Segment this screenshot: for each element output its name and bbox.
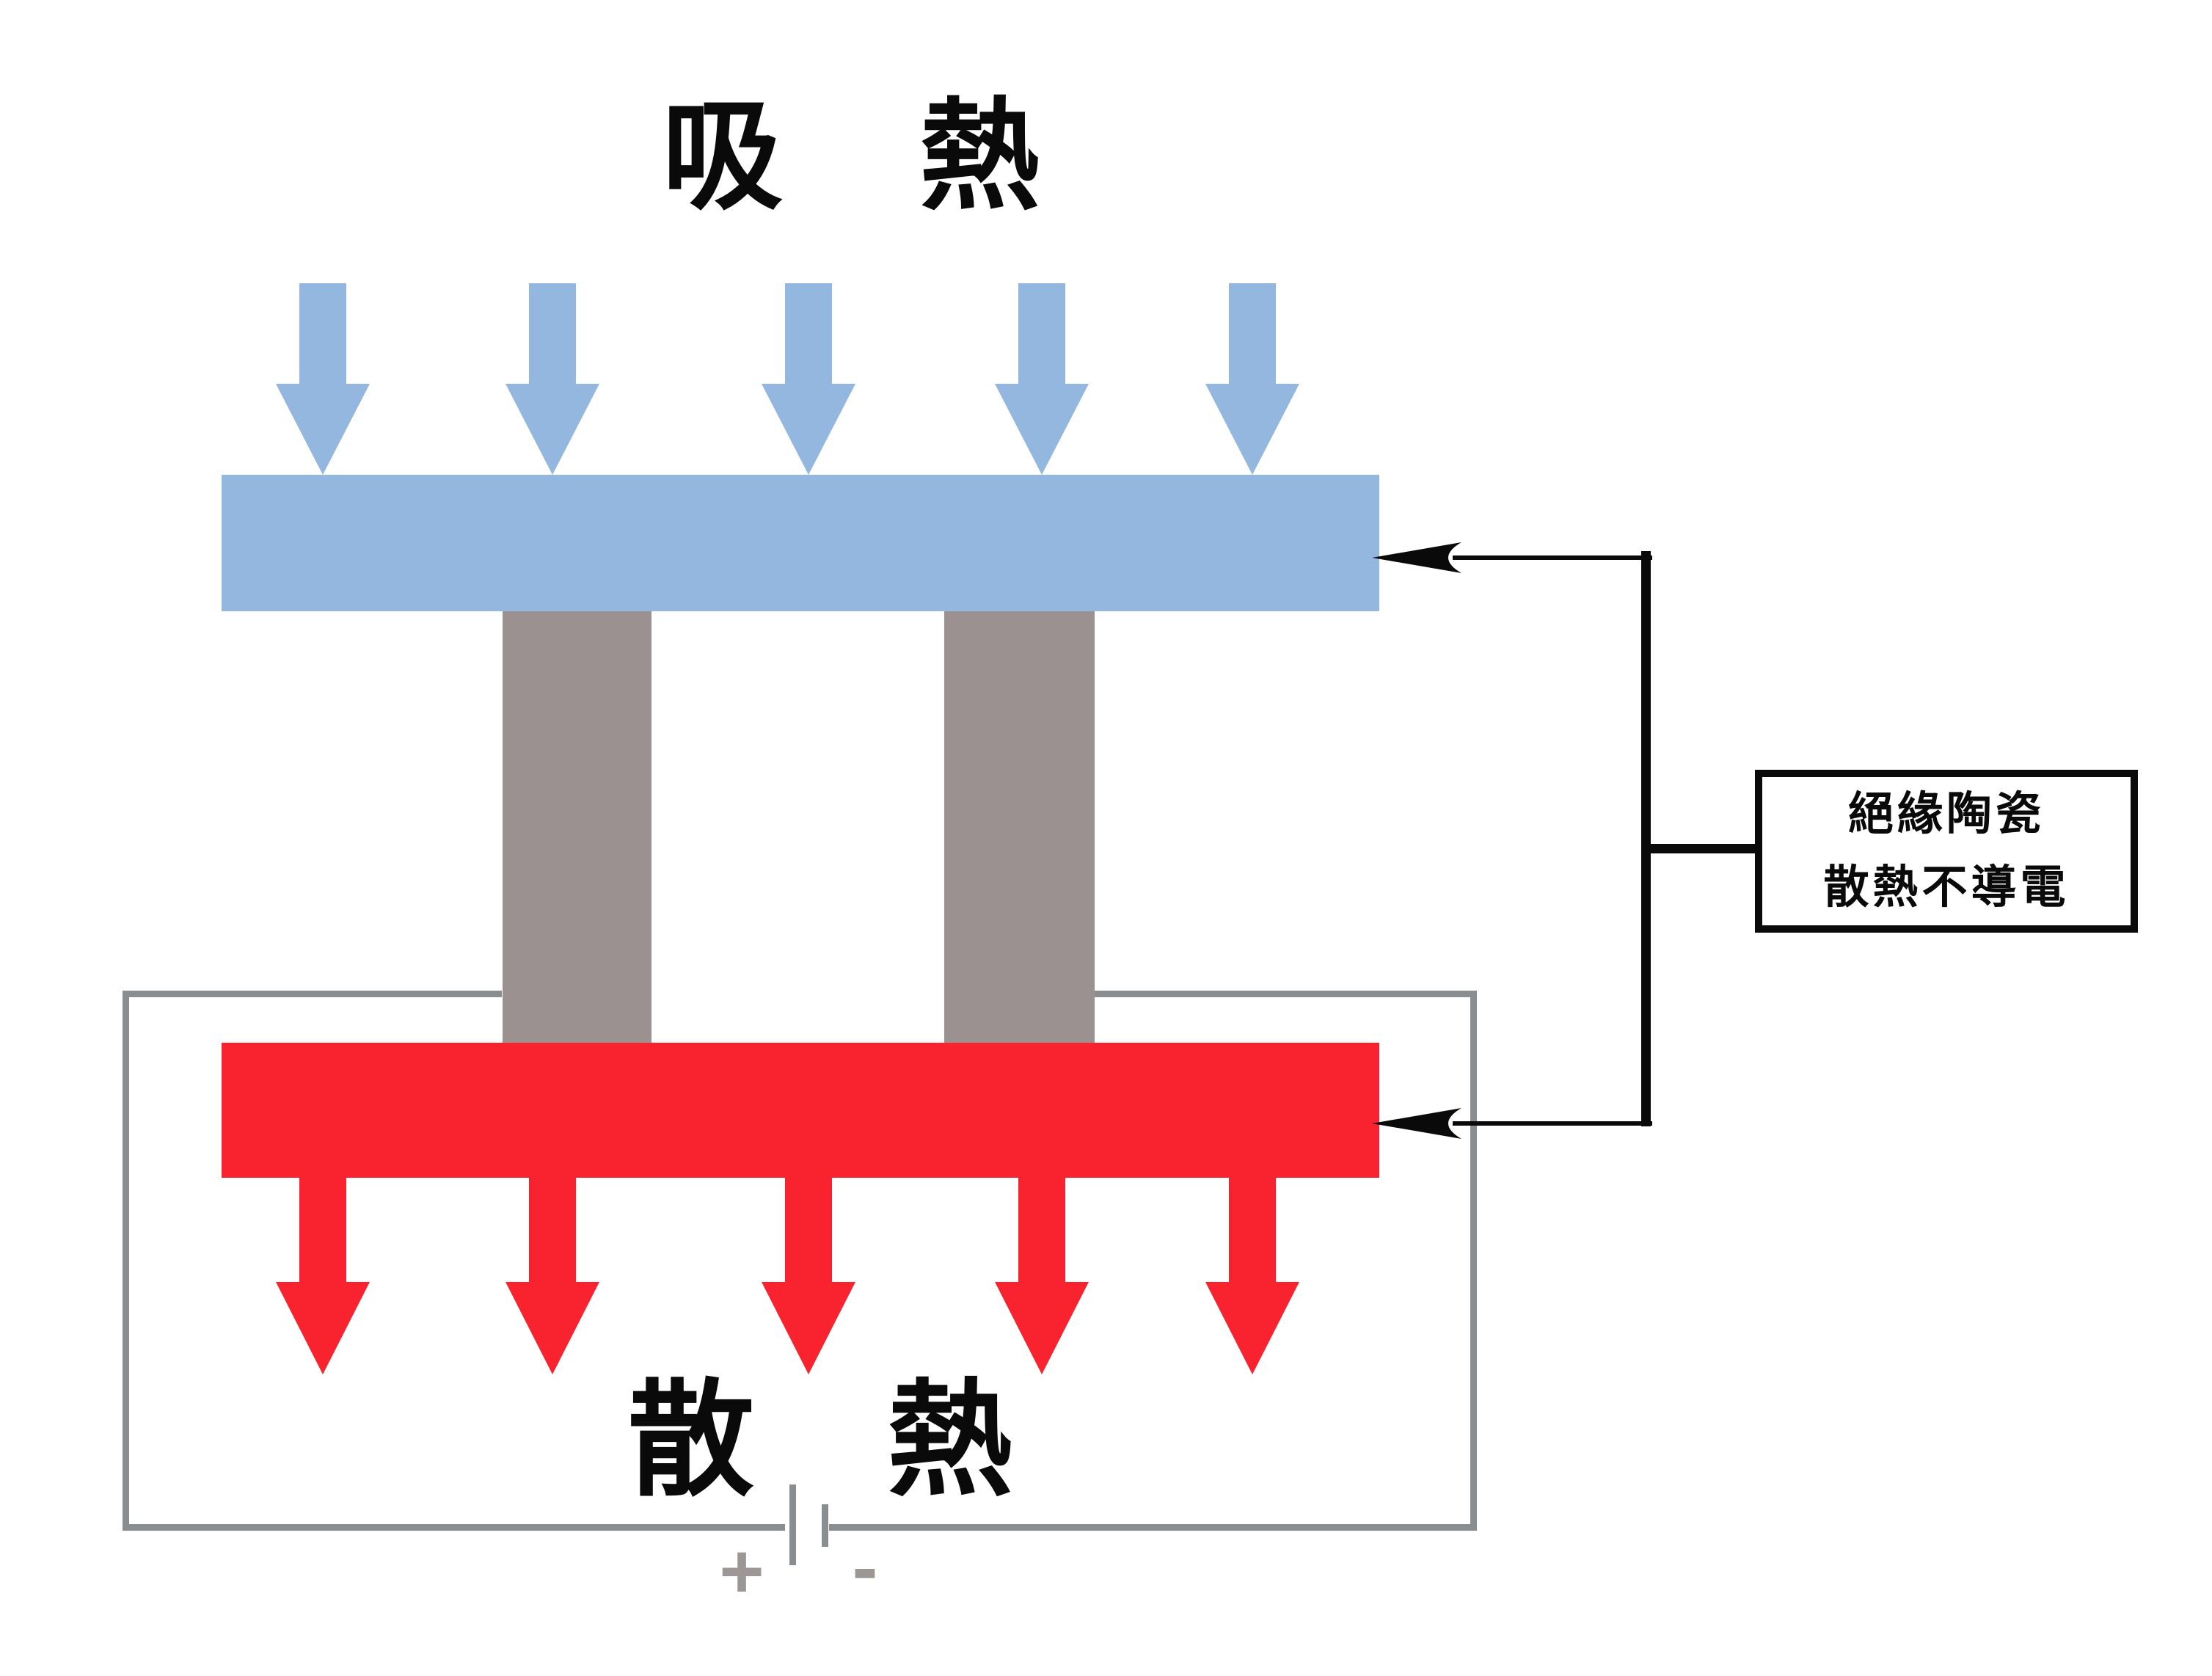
annotation-box: 絕緣陶瓷 散熱不導電 [1755, 770, 2138, 933]
arrow-head [995, 384, 1089, 475]
arrow-shaft [785, 1178, 832, 1283]
heat-absorb-title-char-1: 吸 [662, 89, 783, 224]
semiconductor-pillar-right [944, 611, 1095, 1043]
arrow-shaft [529, 283, 576, 385]
arrow-head [276, 1282, 370, 1374]
heat-absorb-title: 吸 熱 [662, 96, 1040, 217]
cold-side-plate [222, 475, 1379, 611]
arrow-head [505, 384, 599, 475]
heat-release-label-char-1: 散 [628, 1370, 754, 1511]
arrow-shaft [299, 1178, 346, 1283]
annotation-bracket-stub [1646, 844, 1756, 853]
arrow-head [762, 1282, 855, 1374]
arrow-head [505, 1282, 599, 1374]
arrow-head [1205, 1282, 1299, 1374]
arrow-shaft [785, 283, 832, 385]
circuit-wire-bottom-right [829, 1524, 1477, 1531]
arrow-shaft [1229, 1178, 1276, 1283]
arrow-shaft [529, 1178, 576, 1283]
circuit-wire-top-right [1095, 991, 1475, 997]
arrow-head [762, 384, 855, 475]
circuit-wire-right [1470, 991, 1477, 1531]
annotation-pointer-arrow-top-icon [1372, 542, 1652, 573]
arrow-shaft [1018, 1178, 1065, 1283]
battery-positive-label: + [719, 1529, 764, 1615]
arrow-head [276, 384, 370, 475]
annotation-pointer-arrow-bottom-icon [1372, 1108, 1652, 1139]
circuit-wire-top-left [123, 991, 502, 997]
annotation-line-1: 絕緣陶瓷 [1847, 789, 2045, 839]
annotation-line-2: 散熱不導電 [1823, 862, 2070, 913]
arrow-head [995, 1282, 1089, 1374]
circuit-wire-left [123, 991, 129, 1531]
battery-positive-plate-icon [789, 1484, 796, 1565]
heat-release-label-char-2: 熱 [887, 1370, 1013, 1511]
arrow-shaft [1229, 283, 1276, 385]
heat-release-label: 散 熱 [628, 1377, 1013, 1504]
semiconductor-pillar-left [503, 611, 651, 1043]
battery-negative-plate-icon [822, 1504, 828, 1547]
annotation-bracket-vertical [1641, 551, 1651, 1126]
battery-negative-label: - [852, 1524, 878, 1611]
arrow-head [1205, 384, 1299, 475]
arrow-shaft [299, 283, 346, 385]
heat-absorb-title-char-2: 熱 [919, 89, 1040, 224]
hot-side-plate [222, 1043, 1379, 1178]
circuit-wire-bottom-left [123, 1524, 785, 1531]
arrow-shaft [1018, 283, 1065, 385]
